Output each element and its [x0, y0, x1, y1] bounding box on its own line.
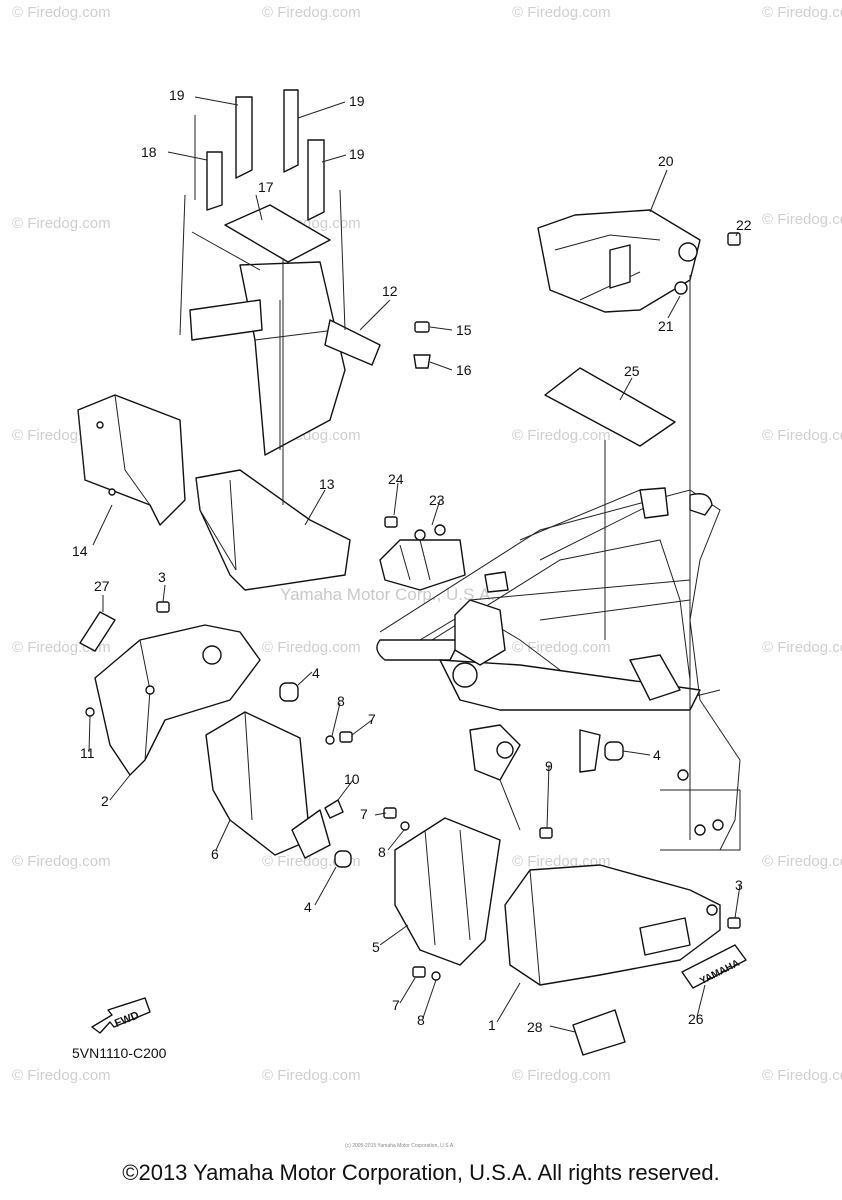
callout: 2	[101, 793, 109, 809]
watermark: © Firedog.com	[12, 215, 111, 232]
grommet-4b	[334, 850, 352, 868]
battery-band-19a	[235, 96, 253, 179]
bracket-23	[379, 524, 466, 591]
callout: 7	[392, 997, 400, 1013]
watermark: © Firedog.com	[12, 1067, 111, 1084]
tiny-credit: (c) 2005-2015 Yamaha Motor Corporation, …	[345, 1143, 455, 1149]
grommet-4a	[279, 682, 299, 702]
battery-band-19c	[307, 139, 325, 221]
watermark: © Firedog.com	[512, 1067, 611, 1084]
copyright-notice: ©2013 Yamaha Motor Corporation, U.S.A. A…	[122, 1160, 720, 1185]
watermark: © Firedog.com	[262, 4, 361, 21]
bolt-24	[384, 516, 398, 528]
pad-27	[79, 611, 116, 652]
battery-band-19b	[283, 89, 299, 173]
callout: 19	[349, 93, 365, 109]
watermark: © Firedog.com	[512, 639, 611, 656]
callout: 28	[527, 1019, 543, 1035]
watermark: © Firedog.com	[12, 853, 111, 870]
watermark: © Firedog.com	[762, 1067, 842, 1084]
callout: 1	[488, 1017, 496, 1033]
callout: 19	[349, 146, 365, 162]
callout: 9	[545, 758, 553, 774]
bracket-20	[537, 209, 701, 313]
callout: 11	[80, 745, 95, 761]
callout: 7	[360, 806, 368, 822]
watermark: © Firedog.com	[762, 639, 842, 656]
callout: 6	[211, 846, 219, 862]
bolt-7a	[339, 731, 353, 743]
bolt-9	[539, 827, 553, 839]
bolt-7c	[412, 966, 426, 978]
watermark: © Firedog.com	[262, 639, 361, 656]
watermark: © Firedog.com	[512, 427, 611, 444]
callout: 25	[624, 363, 640, 379]
callout: 18	[141, 144, 157, 160]
watermark: © Firedog.com	[762, 211, 842, 228]
callout: 7	[368, 711, 376, 727]
inner-cover-5	[394, 817, 501, 966]
callout: 22	[736, 217, 752, 233]
hardware	[79, 232, 741, 1056]
bolt-22	[727, 232, 741, 246]
frame-drawing	[376, 487, 741, 851]
left-cover-2	[94, 624, 261, 776]
battery-tray-13	[195, 469, 351, 591]
callout: 24	[388, 471, 404, 487]
callout: 15	[456, 322, 472, 338]
part-code: 5VN1110-C200	[72, 1045, 167, 1061]
callout: 4	[304, 899, 312, 915]
center-watermark: Yamaha Motor Corp., U.S.A.	[280, 585, 495, 604]
nut-11	[85, 707, 95, 717]
callout: 8	[337, 693, 345, 709]
label-28	[572, 1009, 626, 1056]
watermark: © Firedog.com	[762, 853, 842, 870]
callout: 20	[658, 153, 674, 169]
grommet-4c	[604, 741, 624, 761]
washer-8c	[431, 971, 441, 981]
callouts: 19 19 18 19 17 20 22 12 15 16 21 25 14 1…	[72, 87, 752, 1035]
nut-21	[674, 281, 688, 295]
right-cover-1	[504, 864, 721, 986]
watermark: © Firedog.com	[512, 4, 611, 21]
callout: 4	[653, 747, 661, 763]
callout: 12	[382, 283, 398, 299]
watermark: © Firedog.com	[12, 4, 111, 21]
watermark: © Firedog.com	[762, 4, 842, 21]
callout: 21	[658, 318, 674, 334]
callout: 3	[735, 877, 743, 893]
callout: 17	[258, 179, 274, 195]
callout: 4	[312, 665, 320, 681]
inner-cover-6	[205, 711, 331, 859]
callout: 10	[344, 771, 360, 787]
bolt-3b	[727, 917, 741, 929]
callout: 8	[417, 1012, 425, 1028]
callout: 26	[688, 1011, 704, 1027]
callout: 5	[372, 939, 380, 955]
callout: 27	[94, 578, 110, 594]
grommet-16	[413, 354, 431, 369]
clamp-10	[324, 799, 344, 819]
callout: 8	[378, 844, 386, 860]
battery-box-group	[179, 89, 381, 591]
callout: 14	[72, 543, 88, 559]
battery-band-18	[206, 151, 223, 211]
battery-pad-17	[224, 204, 331, 263]
washer-8b	[400, 821, 410, 831]
bolt-3a	[156, 601, 170, 613]
callout: 16	[456, 362, 472, 378]
callout: 13	[319, 476, 335, 492]
bolt-15	[414, 321, 430, 333]
callout: 23	[429, 492, 445, 508]
washer-8a	[325, 735, 335, 745]
fwd-arrow: FWD	[91, 997, 151, 1034]
watermark: © Firedog.com	[762, 427, 842, 444]
callout: 19	[169, 87, 185, 103]
pad-25	[544, 367, 676, 447]
callout: 3	[158, 569, 166, 585]
side-cover-14	[77, 394, 186, 526]
watermark: © Firedog.com	[262, 1067, 361, 1084]
leader-lines	[88, 96, 741, 1033]
